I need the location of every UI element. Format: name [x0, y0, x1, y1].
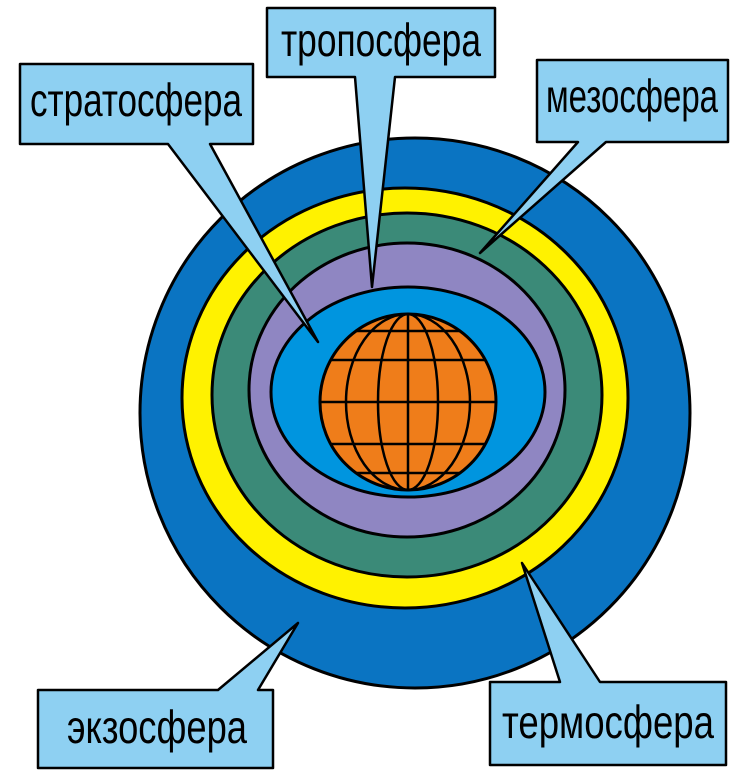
stratosphere-label: стратосфера: [30, 74, 242, 126]
mesosphere-label: мезосфера: [546, 70, 718, 122]
earth-globe-icon: [320, 314, 496, 490]
exosphere-label: экзосфера: [67, 701, 247, 753]
troposphere-label: тропосфера: [281, 14, 481, 66]
thermosphere-label: термосфера: [502, 696, 714, 748]
